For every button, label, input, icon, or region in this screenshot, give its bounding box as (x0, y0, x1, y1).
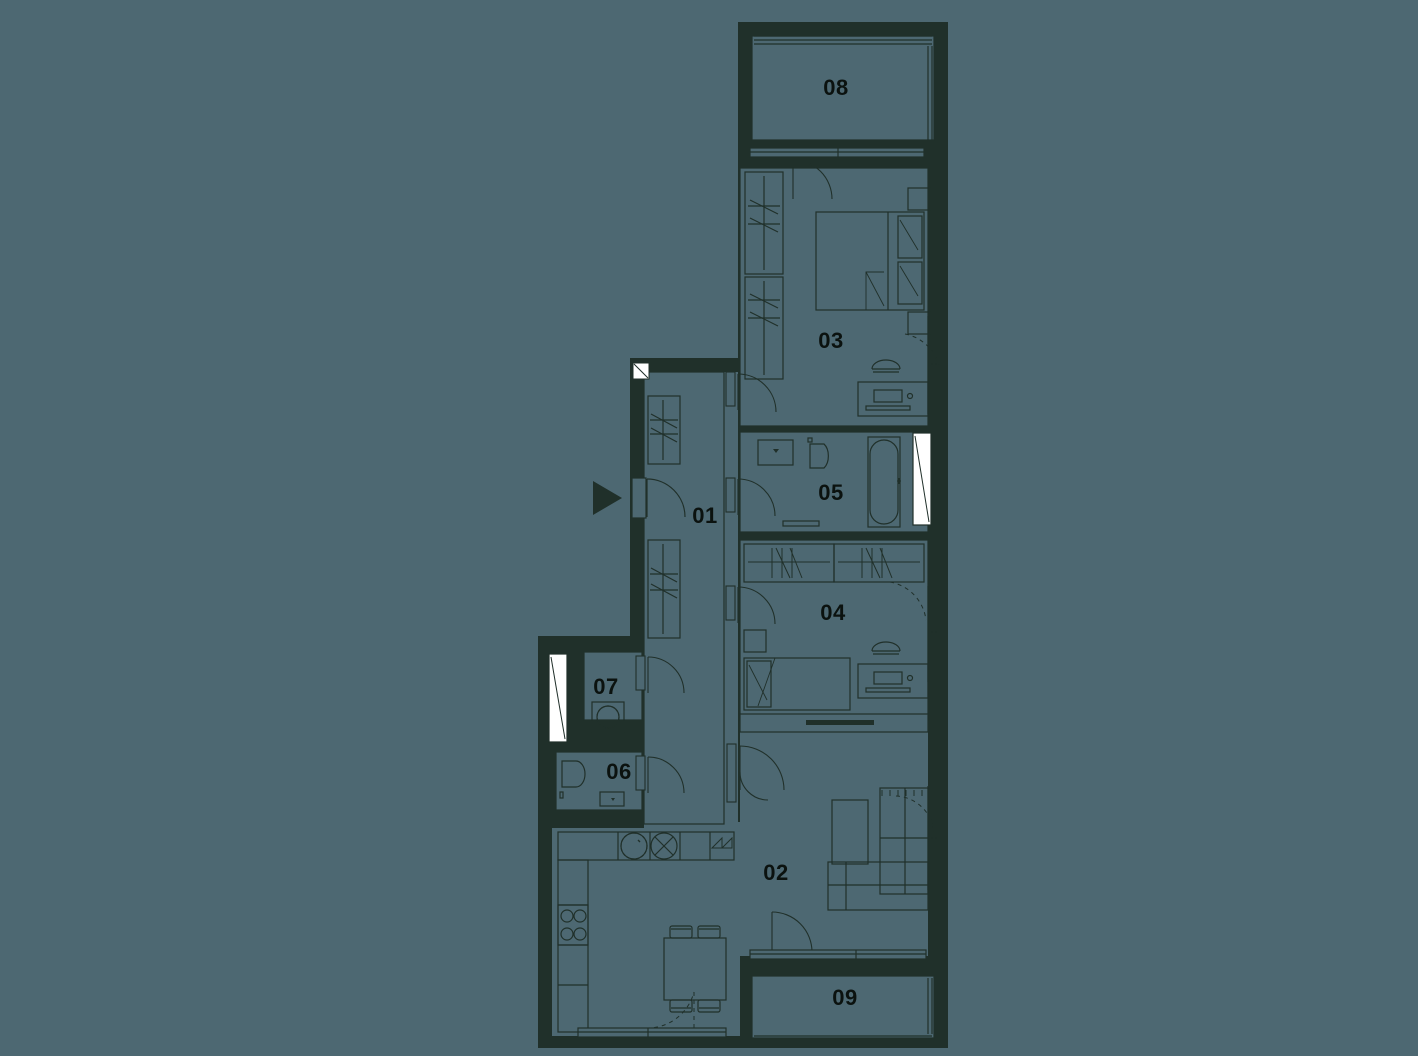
wardrobe-01-upper (647, 395, 681, 465)
cooktop (557, 904, 589, 946)
window-07-left (548, 653, 568, 743)
window-02-to-09 (749, 949, 927, 960)
window-03-right (927, 316, 940, 414)
dishwasher (650, 832, 678, 860)
bathroom-05-fixtures (757, 436, 901, 528)
wardrobe-04-right (833, 543, 925, 583)
door-swing-hall-to-03 (725, 371, 777, 413)
balcony-08-railing (754, 35, 937, 140)
bathtub-05 (867, 436, 901, 528)
washbasin-05 (757, 439, 794, 466)
room-label-02: 02 (763, 860, 788, 885)
dining-table (663, 937, 727, 1001)
wardrobe-01-lower (647, 539, 681, 639)
balcony-09-railing (754, 978, 937, 1045)
hall-01-furniture (647, 395, 681, 639)
pillow-right (897, 261, 923, 305)
door-swing-hall-to-07 (635, 655, 685, 694)
room-label-07: 07 (593, 674, 618, 699)
coffee-table (831, 799, 869, 865)
shelf-between-04-02 (739, 713, 929, 733)
cistern-05 (807, 437, 813, 443)
keyboard-03 (865, 405, 911, 411)
shelf-05 (782, 520, 820, 527)
dining-chair (697, 999, 721, 1013)
dining-chair (669, 925, 693, 939)
washbasin-06 (599, 791, 625, 807)
room-label-01: 01 (692, 503, 717, 528)
room-label-05: 05 (818, 480, 843, 505)
floor-09 (752, 976, 934, 1038)
floor-01-notch (644, 372, 724, 384)
floor-07 (584, 652, 642, 720)
window-kitchen-bottom (577, 1027, 727, 1038)
floor-02 (552, 726, 928, 1036)
nightstand-04 (743, 629, 767, 653)
door-swing-hall-to-02 (726, 743, 785, 803)
dining-chair (697, 925, 721, 939)
window-05-right (912, 432, 932, 526)
desk-chair-04 (871, 641, 901, 652)
laundry-07-fixtures (591, 701, 625, 733)
room-label-09: 09 (832, 985, 857, 1010)
door-swing-02-to-09 (771, 911, 813, 953)
window-04-right (927, 586, 940, 682)
monitor-03 (873, 389, 903, 403)
door-swing-hall-to-05 (725, 477, 776, 517)
nightstand-03-b (907, 311, 931, 335)
toilet-05 (809, 443, 829, 469)
shaft-marker-icon (632, 362, 650, 380)
dining-chair (669, 999, 693, 1013)
cistern-06 (559, 791, 564, 799)
wc-06-fixtures (559, 760, 625, 807)
washing-machine-07 (591, 701, 625, 733)
door-swing-hall-to-06 (635, 755, 685, 794)
keyboard-04 (865, 687, 911, 693)
window-balcony-08-to-03 (749, 147, 925, 158)
door-swing-kitchen-balcony (645, 991, 695, 1029)
door-swing-03-balcony (904, 333, 941, 371)
wardrobe-tall-upper (744, 171, 784, 275)
bedroom-04-furniture (743, 543, 929, 711)
bedroom-03-furniture (744, 171, 931, 417)
door-swing-08-03 (792, 159, 833, 200)
kitchen-02 (557, 831, 735, 1033)
desk-item (906, 392, 914, 400)
floor-08 (752, 36, 934, 140)
floor-06 (556, 752, 642, 810)
nightstand-03 (907, 187, 931, 211)
living-02-furniture (827, 787, 929, 911)
toilet-06 (561, 760, 586, 788)
single-bed-04 (743, 657, 851, 711)
floor-01 (644, 372, 724, 824)
monitor-04 (873, 671, 903, 685)
room-label-03: 03 (818, 328, 843, 353)
room-label-04: 04 (820, 600, 846, 625)
window-02-right (927, 786, 940, 890)
kitchen-counter-left (557, 859, 589, 1033)
room-labels: 08 03 05 04 01 07 06 02 09 (593, 75, 857, 1010)
door-swing-02-balcony (895, 795, 935, 833)
room-label-08: 08 (823, 75, 848, 100)
pillow-left (897, 215, 923, 259)
entry-door (631, 477, 686, 519)
room-label-06: 06 (606, 759, 631, 784)
floor-03 (740, 168, 928, 426)
wardrobe-tall-lower (744, 276, 784, 380)
desk-chair-03 (871, 359, 901, 370)
kitchen-counter-top (557, 831, 735, 861)
entrance-direction-arrow (593, 481, 622, 515)
pillow-04 (746, 660, 772, 708)
door-swing-hall-to-04 (725, 585, 776, 625)
door-swing-04-balcony (889, 581, 927, 621)
